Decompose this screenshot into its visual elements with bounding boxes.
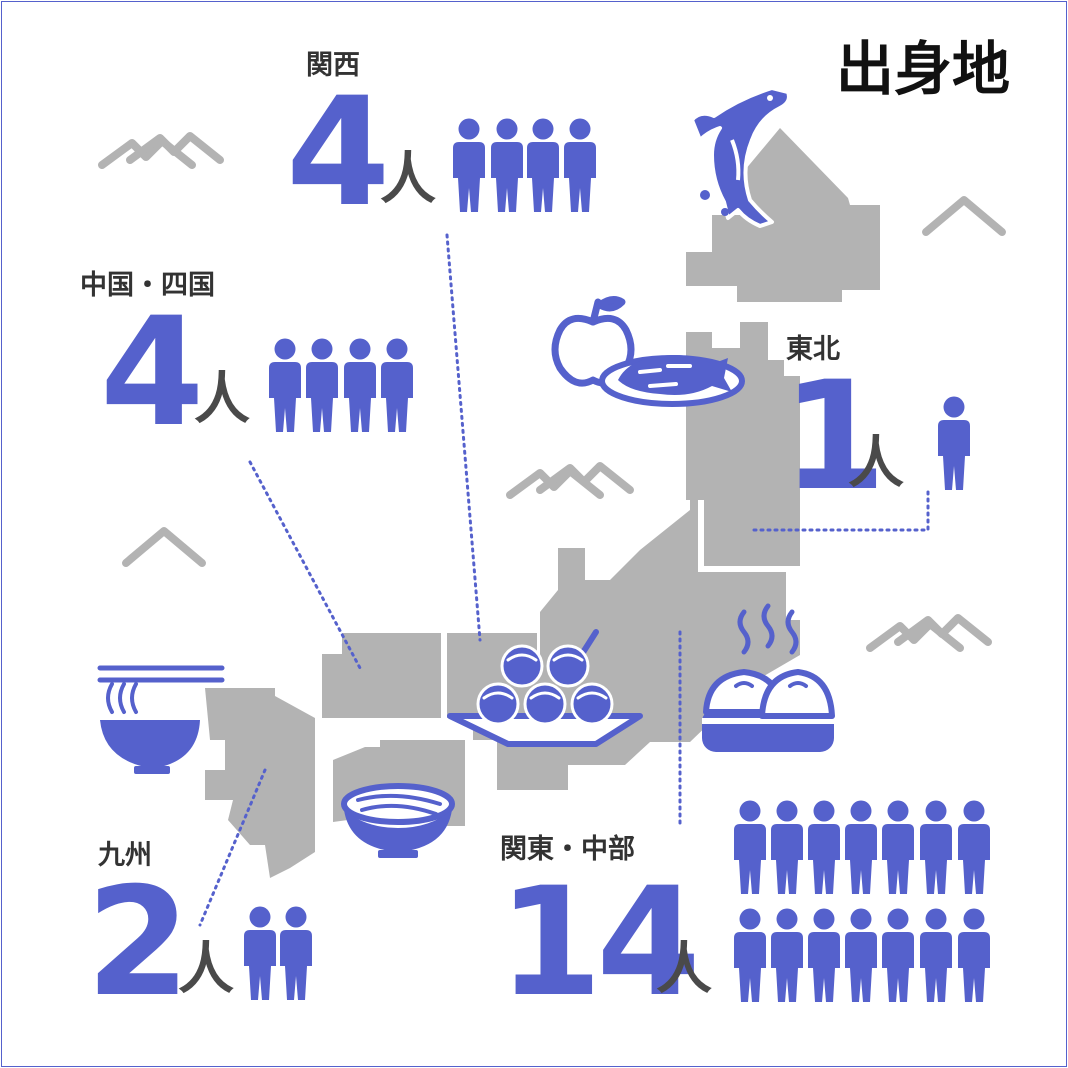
- people-chugoku-shikoku: [269, 338, 413, 432]
- person-icon: [453, 118, 485, 212]
- person-icon: [564, 118, 596, 212]
- person-icon: [882, 800, 914, 894]
- leader-kyushu: [198, 768, 267, 927]
- people-kansai: [453, 118, 596, 212]
- region-name-kanto-chubu: 関東・中部: [500, 834, 635, 865]
- region-count-tohoku: 1: [782, 350, 886, 524]
- person-icon: [381, 338, 413, 432]
- steamed-bun-icon: [702, 603, 835, 752]
- udon-bowl-icon: [341, 783, 455, 858]
- region-count-kyushu: 2: [86, 856, 190, 1030]
- leader-kansai: [445, 233, 482, 642]
- person-icon: [882, 908, 914, 1002]
- leader-lines: [198, 233, 930, 927]
- region-count-chugoku-shikoku: 4: [100, 286, 204, 460]
- region-unit-kanto-chubu: 人: [656, 937, 712, 1002]
- person-icon: [306, 338, 338, 432]
- ramen-icon: [97, 665, 225, 774]
- japan-map: [205, 128, 880, 878]
- region-unit-kansai: 人: [380, 147, 436, 212]
- person-icon: [269, 338, 301, 432]
- person-icon: [845, 908, 877, 1002]
- region-name-kyushu: 九州: [98, 840, 152, 871]
- map-chugoku: [322, 633, 441, 718]
- page-title: 出身地: [836, 35, 1011, 103]
- people-kyushu: [244, 906, 312, 1000]
- mountain-icon: [126, 531, 202, 563]
- fish-plate-icon: [599, 355, 745, 407]
- person-icon: [491, 118, 523, 212]
- person-icon: [958, 800, 990, 894]
- region-unit-tohoku: 人: [848, 431, 904, 496]
- person-icon: [734, 800, 766, 894]
- person-icon: [938, 396, 970, 490]
- person-icon: [808, 800, 840, 894]
- person-icon: [920, 908, 952, 1002]
- mountain-icon: [926, 200, 1002, 232]
- person-icon: [734, 908, 766, 1002]
- person-icon: [344, 338, 376, 432]
- leader-chugoku-shikoku: [248, 460, 362, 670]
- region-name-tohoku: 東北: [786, 334, 840, 365]
- person-icon: [958, 908, 990, 1002]
- person-icon: [920, 800, 952, 894]
- region-name-chugoku-shikoku: 中国・四国: [80, 270, 215, 301]
- takoyaki-icon: [447, 629, 643, 747]
- map-hokkaido: [686, 128, 880, 302]
- leader-tohoku: [748, 490, 930, 532]
- person-icon: [244, 906, 276, 1000]
- region-name-kansai: 関西: [306, 50, 360, 81]
- region-unit-chugoku-shikoku: 人: [194, 367, 250, 432]
- region-unit-kyushu: 人: [178, 937, 234, 1002]
- salmon-icon: [690, 83, 791, 228]
- region-count-kanto-chubu: 14: [498, 856, 701, 1030]
- person-icon: [808, 908, 840, 1002]
- region-count-kansai: 4: [286, 66, 390, 240]
- person-icon: [527, 118, 559, 212]
- person-icon: [280, 906, 312, 1000]
- people-tohoku: [938, 396, 970, 490]
- apple-icon: [551, 296, 635, 387]
- person-icon: [771, 908, 803, 1002]
- person-icon: [845, 800, 877, 894]
- person-icon: [771, 800, 803, 894]
- people-kanto-chubu: [734, 800, 990, 1002]
